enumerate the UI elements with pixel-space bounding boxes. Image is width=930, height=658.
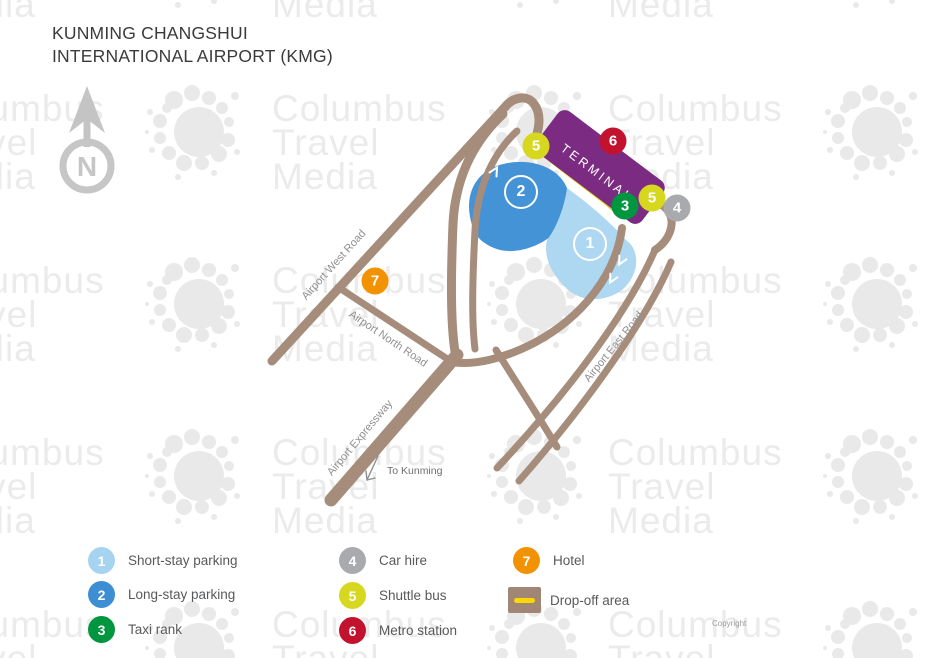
east-branch-road bbox=[492, 346, 561, 451]
legend-item: 2 Long-stay parking bbox=[88, 581, 235, 608]
direction-chevron bbox=[618, 254, 628, 267]
watermark-circle-cluster bbox=[823, 85, 918, 180]
dropoff-area-icon bbox=[508, 587, 541, 613]
direction-chevron bbox=[488, 165, 499, 178]
watermark-circle-cluster bbox=[517, 0, 559, 8]
map-marker-2: 2 bbox=[504, 175, 538, 209]
airport-north-road bbox=[334, 283, 456, 366]
legend-item: 3 Taxi rank bbox=[88, 616, 182, 643]
map-marker-1: 1 bbox=[573, 227, 607, 261]
loop-road-outer-left bbox=[446, 109, 508, 363]
legend-item: 5 Shuttle bus bbox=[339, 582, 447, 609]
legend-item: 1 Short-stay parking bbox=[88, 547, 238, 574]
loop-road-right bbox=[448, 224, 626, 367]
legend-label: Car hire bbox=[379, 553, 428, 568]
copyright: Copyright bbox=[712, 619, 747, 628]
watermark-circle-cluster bbox=[823, 601, 917, 658]
map-marker-5: 5 bbox=[522, 132, 550, 160]
legend-item: Drop-off area bbox=[508, 587, 629, 613]
map-marker-6: 6 bbox=[599, 127, 627, 155]
dropoff-dash bbox=[514, 597, 535, 603]
airport-expressway bbox=[324, 348, 464, 507]
compass-north-icon: N bbox=[59, 86, 115, 194]
watermark-circle-cluster bbox=[145, 257, 240, 352]
direction-chevrons bbox=[473, 153, 628, 285]
direction-chevron bbox=[473, 153, 484, 166]
direction-chevron bbox=[609, 272, 619, 285]
to-kunming-arrow-icon bbox=[365, 455, 379, 481]
legend-marker-6-icon: 6 bbox=[339, 617, 366, 644]
airport-west-road bbox=[267, 102, 510, 366]
legend-label: Hotel bbox=[553, 553, 585, 568]
legend-item: 4 Car hire bbox=[339, 547, 427, 574]
compass-letter: N bbox=[77, 151, 97, 182]
legend-item: 6 Metro station bbox=[339, 617, 457, 644]
legend-marker-1-icon: 1 bbox=[88, 547, 115, 574]
loop-road-inner-left bbox=[469, 127, 521, 353]
legend-label: Taxi rank bbox=[128, 622, 183, 637]
map-marker-5: 5 bbox=[638, 184, 666, 212]
watermark-circle-cluster bbox=[145, 601, 239, 658]
map-marker-4: 4 bbox=[663, 194, 691, 222]
legend-marker-5-icon: 5 bbox=[339, 582, 366, 609]
legend-marker-3-icon: 3 bbox=[88, 616, 115, 643]
watermark-circle-cluster bbox=[853, 0, 895, 8]
watermark-circle-cluster bbox=[145, 429, 240, 524]
legend-item: 7 Hotel bbox=[513, 547, 585, 574]
page-title: KUNMING CHANGSHUI INTERNATIONAL AIRPORT … bbox=[52, 22, 333, 68]
legend-marker-7-icon: 7 bbox=[513, 547, 540, 574]
airport-east-road-1 bbox=[493, 246, 659, 472]
map-marker-3: 3 bbox=[611, 192, 639, 220]
legend-marker-2-icon: 2 bbox=[88, 581, 115, 608]
legend-label: Metro station bbox=[379, 623, 458, 638]
legend-label: Long-stay parking bbox=[128, 587, 236, 602]
page-title-line2: INTERNATIONAL AIRPORT (KMG) bbox=[52, 46, 333, 66]
legend-label: Short-stay parking bbox=[128, 553, 238, 568]
legend-label: Shuttle bus bbox=[379, 588, 447, 603]
watermark-circle-cluster bbox=[823, 429, 918, 524]
legend-marker-4-icon: 4 bbox=[339, 547, 366, 574]
top-hook-road bbox=[500, 93, 544, 145]
watermark-circle-cluster bbox=[175, 0, 217, 8]
legend-label: Drop-off area bbox=[550, 592, 630, 608]
to-kunming-label: To Kunming bbox=[362, 452, 442, 486]
watermark-circle-cluster bbox=[823, 257, 918, 352]
page-title-line1: KUNMING CHANGSHUI bbox=[52, 23, 248, 43]
to-kunming-text: To Kunming bbox=[387, 465, 443, 477]
map-marker-7: 7 bbox=[361, 267, 389, 295]
airport-east-road-2 bbox=[515, 258, 675, 485]
watermark-circle-cluster bbox=[145, 85, 240, 180]
